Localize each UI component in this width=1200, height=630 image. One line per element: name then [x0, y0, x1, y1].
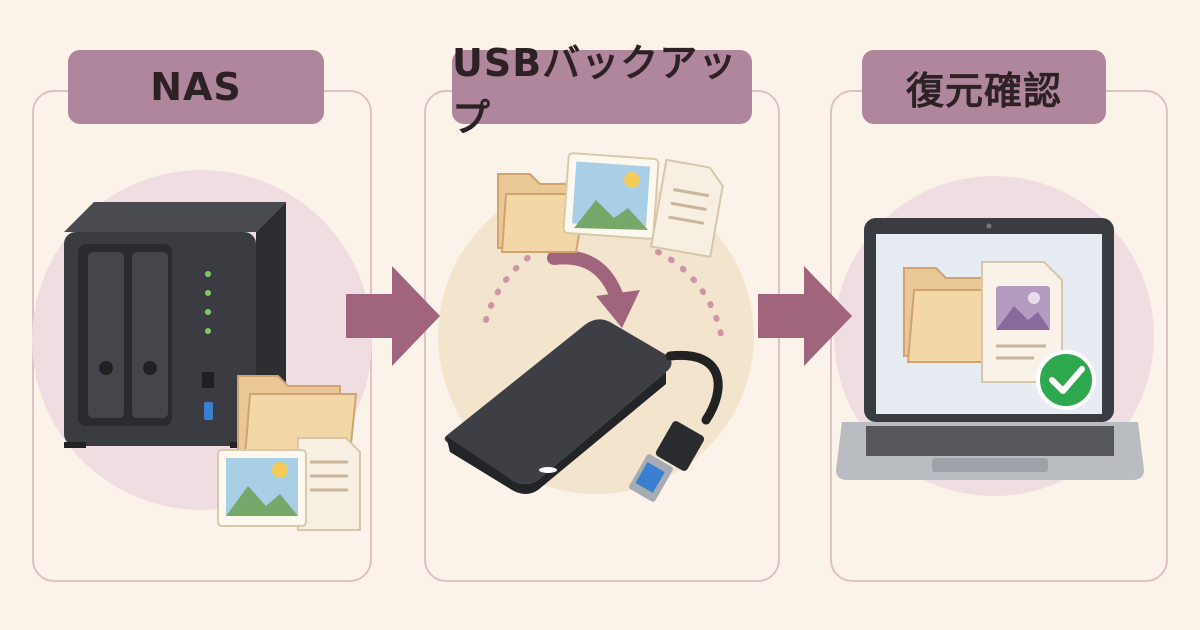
check-icon	[1036, 350, 1096, 410]
image-file-icon	[981, 261, 1063, 383]
document-icon	[297, 437, 361, 531]
image-icon	[562, 152, 660, 240]
step-title-restore-check: 復元確認	[862, 50, 1106, 124]
step-title-nas: NAS	[68, 50, 324, 124]
usb-backup-illustration	[438, 152, 754, 502]
external-drive-icon	[444, 319, 723, 502]
step-title-usb-backup: USBバックアップ	[452, 41, 752, 140]
nas-illustration	[32, 170, 372, 531]
arrow-right-icon	[346, 266, 440, 366]
arrow-right-icon	[758, 266, 852, 366]
image-icon	[217, 449, 307, 527]
document-icon	[649, 158, 724, 259]
arrow-down-icon	[547, 250, 640, 328]
restore-check-illustration	[834, 176, 1154, 496]
folder-icon	[903, 267, 1002, 363]
